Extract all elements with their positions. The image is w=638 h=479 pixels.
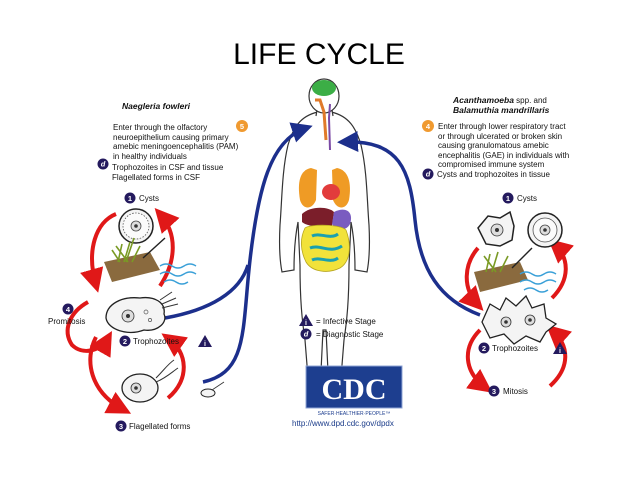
diagnostic-symbol-left: d [101,160,106,169]
balamuthia-cyst-image [527,212,563,248]
right-trophozoites-label: Trophozoites [492,344,538,353]
left-species-label: Naegleria fowleri [122,101,191,111]
left-environment-image [104,237,197,285]
brain-organ [312,80,336,96]
left-cycle-arrow-up [154,208,180,288]
right-entry-line-2: or through ulcerated or broken skin [438,131,563,141]
right-cycle-arrow-up [547,238,574,300]
stage-4-number-left: 4 [66,305,71,314]
right-environment-image [474,247,557,293]
legend-diagnostic-circle [300,328,312,340]
mitosis-label: Mitosis [503,387,528,396]
left-diagnostic-line-2: Flagellated forms in CSF [112,172,201,182]
step-5-circle [236,120,248,132]
left-entry-line-1: Enter through the olfactory [113,123,208,132]
promitosis-loop-arrow [65,300,112,358]
legend-diagnostic-label: = Diagnostic Stage [316,330,384,339]
stage-2-circle-right [478,342,490,354]
left-entry-arrow [202,122,313,384]
stage-4-circle-left [62,303,74,315]
step-4-number: 4 [426,122,431,131]
left-cysts-label: Cysts [139,194,159,203]
left-entry-line-4: in healthy individuals [113,151,187,161]
left-lung-organ [298,168,317,208]
stage-1-circle-left [124,192,136,204]
flagellate-in-body-image [200,381,225,398]
right-entry-line-3: causing granulomatous amebic [438,141,549,150]
right-cysts-label: Cysts [517,194,537,203]
right-diagnostic-line: Cysts and trophozoites in tissue [437,170,550,179]
step-4-circle [422,120,434,132]
legend-diagnostic-symbol: d [304,330,309,339]
left-diagnostic-line-1: Trophozoites in CSF and tissue [112,163,224,172]
right-species-1-suffix: spp. and [516,96,547,105]
diagnostic-circle-left [97,158,109,170]
cdc-url-link[interactable]: http://www.dpd.cdc.gov/dpdx [292,419,394,428]
diagnostic-circle-right [422,168,434,180]
stage-3-circle-right [488,385,500,397]
left-cycle-arrow-down [80,212,117,293]
left-flagellated-label: Flagellated forms [129,422,191,431]
cdc-logo: CDC SAFER·HEALTHIER·PEOPLE™ [305,365,403,417]
cdc-logo-tagline: SAFER·HEALTHIER·PEOPLE™ [318,411,391,417]
stage-1-number-left: 1 [128,194,132,203]
right-species-line-1: Acanthamoeba spp. and [453,95,547,106]
cdc-logo-text: CDC [322,373,387,406]
liver-organ [302,207,334,227]
legend-infective-triangle [299,314,313,326]
left-trophozoites-label: Trophozoites [133,337,179,346]
mitosis-arrow-up [546,324,572,388]
step-5-number: 5 [240,122,244,131]
left-entry-line-2: neuroepithelium causing primary [113,132,229,142]
mitosis-arrow-down [465,328,493,393]
stage-2-circle-left [119,335,131,347]
stage-3-number-right: 3 [492,387,496,396]
left-entry-line-3: amebic meningoencephalitis (PAM) [113,142,239,151]
right-entry-line-1: Enter through lower respiratory tract [438,122,566,131]
infective-triangle-left [198,335,212,347]
stage-2-number-left: 2 [123,337,127,346]
legend-infective-symbol: i [305,320,307,327]
stage-3-circle-left [115,420,127,432]
human-body-figure [279,78,370,393]
naegleria-trophozoite-image [105,291,179,333]
legend-infective-label: = Infective Stage [316,317,376,326]
page-title: LIFE CYCLE [233,38,405,71]
diagnostic-symbol-right: d [426,170,431,179]
stage-1-number-right: 1 [506,194,510,203]
left-cycle-arrow-back [161,333,188,400]
promitosis-label: Promitosis [48,317,86,326]
right-cycle-arrow-down [458,246,484,311]
left-branch-arrow [164,264,250,320]
acanthamoeba-trophozoite-image [481,294,558,345]
stage-3-number-left: 3 [119,422,123,431]
acanthamoeba-cyst-image [477,210,515,247]
infective-symbol-left: i [204,341,206,348]
right-entry-arrow [337,131,481,317]
right-species-1: Acanthamoeba [453,95,514,105]
heart-organ [322,184,340,200]
stage-1-circle-right [502,192,514,204]
infective-symbol-right: i [559,348,561,355]
right-entry-line-4: encephalitis (GAE) in individuals with [438,150,570,160]
naegleria-flagellate-image [121,359,179,403]
infective-triangle-right [553,342,567,354]
stage-2-number-right: 2 [482,344,486,353]
naegleria-cyst-image [118,208,154,244]
stomach-organ [332,209,352,230]
right-entry-line-5: compromised immune system [438,160,545,169]
right-species-2: Balamuthia mandrillaris [453,105,550,115]
